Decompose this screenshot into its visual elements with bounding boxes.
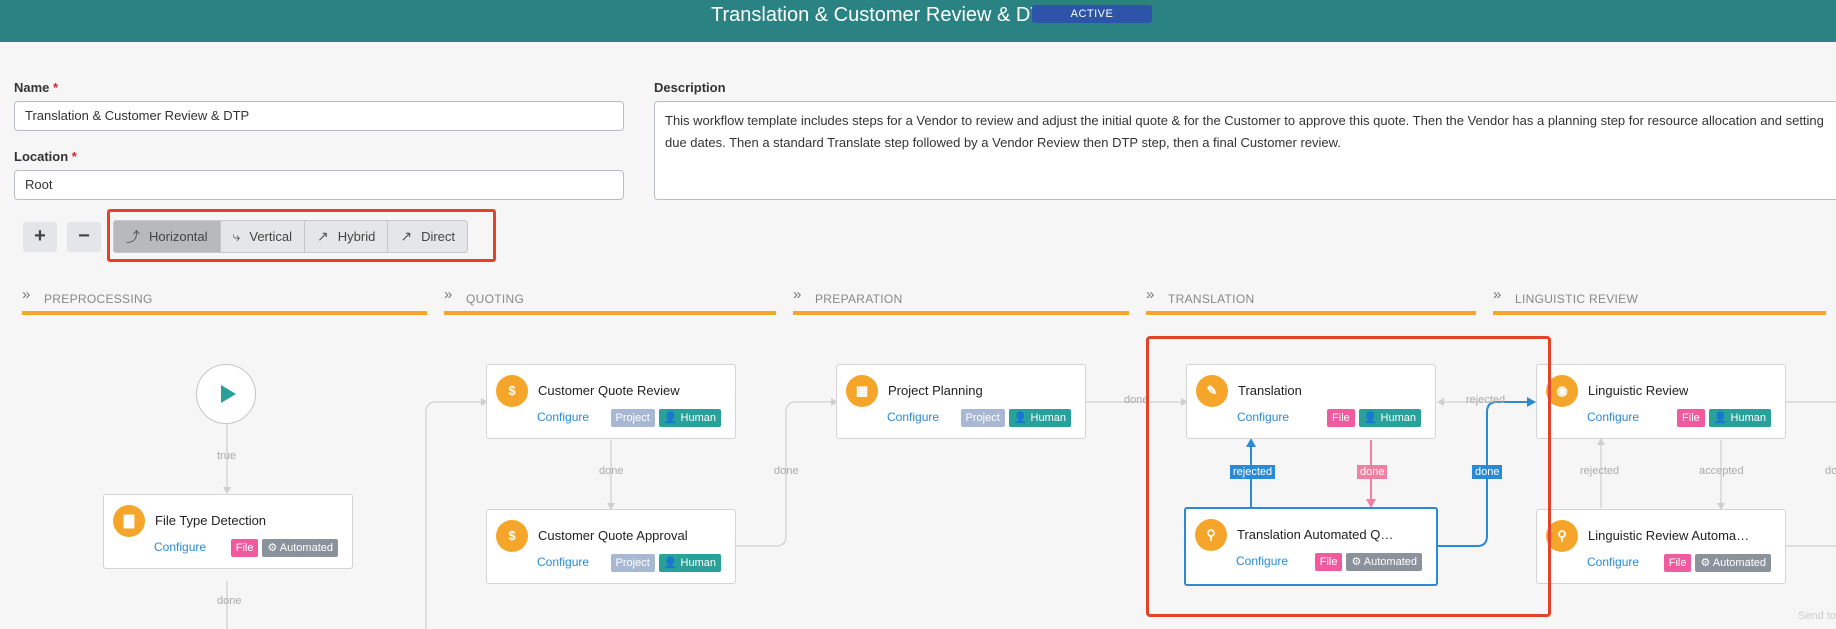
configure-link[interactable]: Configure: [1236, 554, 1289, 568]
human-tag: 👤 Human: [1708, 409, 1771, 427]
edge-label-accepted: accepted: [1699, 465, 1744, 477]
horizontal-layout-icon: ⤴: [126, 228, 140, 245]
status-badge: ACTIVE: [1032, 5, 1152, 23]
layout-hybrid-button[interactable]: ↗Hybrid: [305, 221, 389, 252]
layout-vertical-button[interactable]: ⤷Vertical: [220, 221, 306, 252]
stage-preparation[interactable]: » PREPARATION: [793, 286, 1129, 316]
calendar-icon: ▦: [846, 375, 878, 407]
file-icon: ▇: [113, 505, 145, 537]
configure-link[interactable]: Configure: [154, 540, 207, 554]
location-input[interactable]: Root: [14, 170, 624, 200]
human-tag: 👤 Human: [1008, 409, 1071, 427]
workflow-start-node[interactable]: [196, 364, 256, 424]
page-title: Translation & Customer Review & DTP: [711, 4, 1056, 26]
magnifier-icon: ⚲: [1195, 519, 1227, 551]
node-linguistic-review-automated[interactable]: ⚲ Linguistic Review Automa… Configure Fi…: [1536, 509, 1786, 584]
file-tag: File: [1663, 554, 1692, 572]
location-label: Location *: [14, 149, 77, 164]
name-label: Name *: [14, 80, 59, 95]
edge-label-done: done: [1472, 465, 1503, 479]
magnifier-icon: ⚲: [1546, 520, 1578, 552]
node-translation[interactable]: ✎ Translation Configure File👤 Human: [1186, 364, 1436, 439]
edge-label-true: true: [217, 450, 236, 462]
zoom-out-button[interactable]: −: [67, 222, 101, 252]
edge-label-done: done: [217, 595, 242, 607]
edge-label-done: done: [599, 465, 624, 477]
play-icon: [221, 385, 236, 403]
layout-horizontal-button[interactable]: ⤴Horizontal: [114, 221, 221, 252]
expand-chevron-icon: »: [444, 286, 453, 303]
human-tag: 👤 Human: [658, 554, 721, 572]
file-tag: File: [1327, 409, 1355, 427]
eye-icon: ◉: [1546, 375, 1578, 407]
edge-label-rejected: rejected: [1466, 394, 1506, 406]
expand-chevron-icon: »: [22, 286, 31, 303]
project-tag: Project: [610, 409, 655, 427]
pencil-icon: ✎: [1196, 375, 1228, 407]
human-tag: 👤 Human: [658, 409, 721, 427]
configure-link[interactable]: Configure: [537, 555, 590, 569]
project-tag: Project: [610, 554, 655, 572]
description-textarea[interactable]: This workflow template includes steps fo…: [654, 101, 1836, 200]
layout-switcher: ⤴Horizontal ⤷Vertical ↗Hybrid ↗Direct: [113, 220, 469, 253]
description-label: Description: [654, 80, 726, 95]
hybrid-layout-icon: ↗: [317, 228, 329, 244]
project-tag: Project: [960, 409, 1005, 427]
node-file-type-detection[interactable]: ▇ File Type Detection Configure File⚙ Au…: [103, 494, 353, 569]
stage-translation[interactable]: » TRANSLATION: [1146, 286, 1476, 316]
direct-layout-icon: ↗: [400, 228, 413, 244]
node-project-planning[interactable]: ▦ Project Planning Configure Project👤 Hu…: [836, 364, 1086, 439]
money-bag-icon: $: [496, 520, 528, 552]
node-translation-automated-qa[interactable]: ⚲ Translation Automated Q… Configure Fil…: [1184, 507, 1438, 586]
top-bar: Translation & Customer Review & DTP ACTI…: [0, 0, 1836, 42]
configure-link[interactable]: Configure: [537, 410, 590, 424]
layout-direct-button[interactable]: ↗Direct: [388, 221, 468, 252]
expand-chevron-icon: »: [1146, 286, 1155, 303]
automated-tag: ⚙ Automated: [262, 539, 338, 557]
edge-label-done: done: [774, 465, 799, 477]
automated-tag: ⚙ Automated: [1346, 553, 1422, 571]
edge-label-rejected: rejected: [1580, 465, 1620, 477]
translation-highlight-frame: [1146, 336, 1551, 617]
stage-quoting[interactable]: » QUOTING: [444, 286, 776, 316]
send-to-hint: Send to: [1798, 610, 1836, 622]
expand-chevron-icon: »: [793, 286, 802, 303]
stage-preprocessing[interactable]: » PREPROCESSING: [22, 286, 427, 316]
zoom-in-button[interactable]: +: [23, 222, 57, 252]
vertical-layout-icon: ⤷: [232, 228, 241, 244]
edge-label-rejected: rejected: [1230, 465, 1276, 479]
stage-linguistic-review[interactable]: » LINGUISTIC REVIEW: [1493, 286, 1826, 316]
file-tag: File: [230, 539, 259, 557]
human-tag: 👤 Human: [1358, 409, 1421, 427]
money-bag-icon: $: [496, 375, 528, 407]
node-linguistic-review[interactable]: ◉ Linguistic Review Configure File👤 Huma…: [1536, 364, 1786, 439]
node-customer-quote-review[interactable]: $ Customer Quote Review Configure Projec…: [486, 364, 736, 439]
edge-label-done: done: [1825, 465, 1836, 477]
configure-link[interactable]: Configure: [1587, 410, 1640, 424]
file-tag: File: [1677, 409, 1705, 427]
expand-chevron-icon: »: [1493, 286, 1502, 303]
file-tag: File: [1314, 553, 1343, 571]
automated-tag: ⚙ Automated: [1695, 554, 1771, 572]
name-input[interactable]: Translation & Customer Review & DTP: [14, 101, 624, 131]
node-customer-quote-approval[interactable]: $ Customer Quote Approval Configure Proj…: [486, 509, 736, 584]
configure-link[interactable]: Configure: [1237, 410, 1290, 424]
configure-link[interactable]: Configure: [1587, 555, 1640, 569]
layout-highlight-frame: [107, 209, 496, 262]
edge-label-done: done: [1124, 394, 1149, 406]
edge-label-done: done: [1357, 465, 1388, 479]
configure-link[interactable]: Configure: [887, 410, 940, 424]
